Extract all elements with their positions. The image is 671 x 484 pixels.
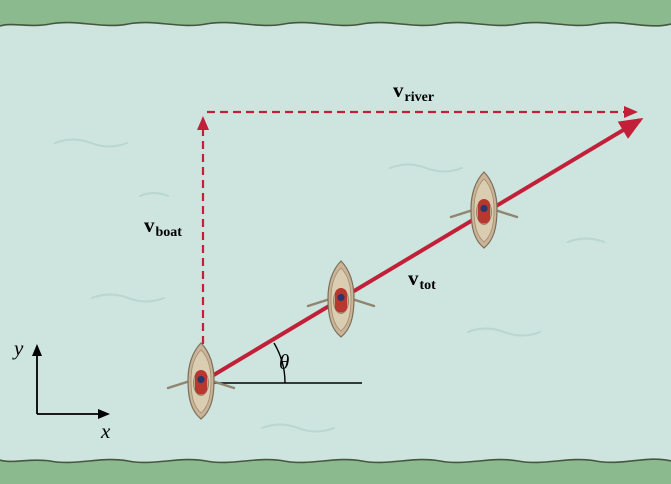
boat-2 (306, 259, 376, 339)
v-boat-label: vboat (144, 213, 182, 240)
v-river-symbol: v (393, 78, 404, 102)
v-river-label: vriver (393, 78, 435, 105)
x-axis-label: x (101, 419, 111, 443)
v-boat-symbol: v (144, 213, 155, 237)
y-axis-label: y (14, 336, 24, 360)
v-boat-subscript: boat (155, 225, 182, 240)
bottom-bank (0, 458, 671, 484)
v-tot-label: vtot (408, 266, 436, 293)
v-tot-symbol: v (408, 266, 419, 290)
angle-arc (273, 342, 286, 384)
v-river-subscript: river (404, 90, 435, 105)
boat-1 (166, 341, 236, 421)
boat-3 (449, 170, 519, 250)
theta-label: θ (279, 350, 290, 374)
v-tot-arrow (210, 117, 644, 378)
v-tot-subscript: tot (419, 278, 436, 293)
top-bank (0, 0, 671, 27)
water-ripples (54, 138, 605, 433)
coordinate-axes (32, 344, 110, 419)
